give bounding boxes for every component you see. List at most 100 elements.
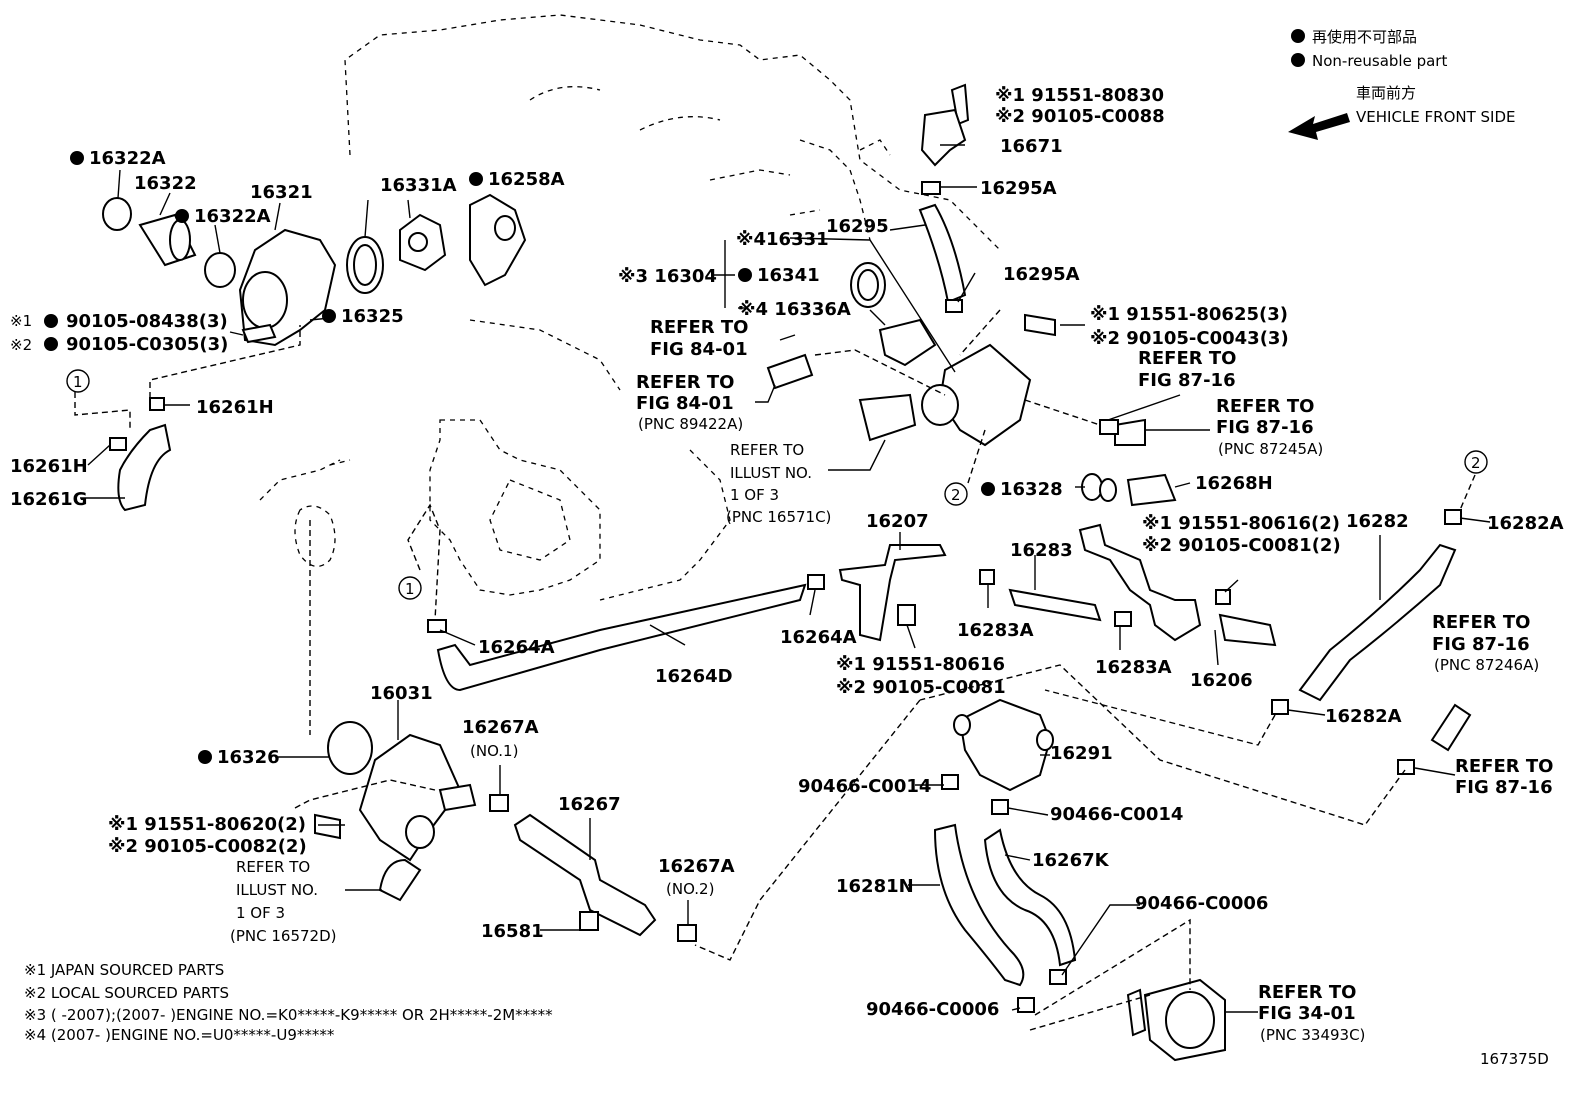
label-bolt-91551-80625: ※1 91551-80625(3) xyxy=(1090,304,1288,325)
refer-fig-34-01: REFER TO xyxy=(1258,982,1356,1003)
leader-lines xyxy=(74,144,1491,1031)
svg-text:(NO.2): (NO.2) xyxy=(666,880,714,898)
legend-non-reusable-jp: 再使用不可部品 xyxy=(1312,28,1417,46)
note-local-sourced: ※2 LOCAL SOURCED PARTS xyxy=(24,984,229,1002)
bracket-16207-part xyxy=(838,544,947,642)
svg-text:FIG 87-16: FIG 87-16 xyxy=(1432,634,1530,655)
svg-text:1: 1 xyxy=(405,580,415,598)
plug-16268h-part xyxy=(1126,473,1177,507)
label-bolt-91551-80616-single: ※1 91551-80616 xyxy=(836,654,1005,675)
sensor-part xyxy=(766,353,814,390)
svg-text:2: 2 xyxy=(1471,454,1481,472)
o-ring-16322a-part xyxy=(102,197,132,231)
label-16325: 16325 xyxy=(341,306,404,327)
label-16326: 16326 xyxy=(217,747,280,768)
svg-text:FIG 34-01: FIG 34-01 xyxy=(1258,1003,1356,1024)
label-16304: ※3 16304 xyxy=(618,266,717,287)
label-16281N: 16281N xyxy=(836,876,914,897)
svg-text:1 OF 3: 1 OF 3 xyxy=(236,904,285,922)
non-reusable-dot-icon xyxy=(1291,29,1305,43)
svg-text:ILLUST NO.: ILLUST NO. xyxy=(730,464,812,482)
svg-text:(PNC 87246A): (PNC 87246A) xyxy=(1434,656,1539,674)
label-16295A: 16295A xyxy=(980,178,1057,199)
label-bolt-90105-C0043: ※2 90105-C0043(3) xyxy=(1090,328,1289,349)
note-engine-k0: ※3 ( -2007);(2007- )ENGINE NO.=K0*****-K… xyxy=(24,1006,553,1024)
label-16282A: 16282A xyxy=(1325,706,1402,727)
note-engine-u0: ※4 (2007- )ENGINE NO.=U0*****-U9***** xyxy=(24,1026,335,1044)
label-16328: 16328 xyxy=(1000,479,1063,500)
label-16264A: 16264A xyxy=(478,637,555,658)
label-clip-90466-C0014: 90466-C0014 xyxy=(1050,804,1183,825)
label-bolt-91551-80616: ※1 91551-80616(2) xyxy=(1142,513,1340,534)
refer-fig-87-16-lower: REFER TO xyxy=(1455,756,1553,777)
svg-text:1 OF 3: 1 OF 3 xyxy=(730,486,779,504)
svg-text:※2: ※2 xyxy=(10,336,32,354)
legend: 再使用不可部品 Non-reusable part 車両前方 VEHICLE F… xyxy=(1291,28,1516,126)
label-bolt-90105-C0305: 90105-C0305(3) xyxy=(66,334,228,355)
label-clip-90466-C0014: 90466-C0014 xyxy=(798,776,931,797)
label-16267: 16267 xyxy=(558,794,621,815)
svg-text:(PNC 89422A): (PNC 89422A) xyxy=(638,415,743,433)
footnotes: ※1 JAPAN SOURCED PARTS ※2 LOCAL SOURCED … xyxy=(24,961,1549,1068)
label-16264D: 16264D xyxy=(655,666,733,687)
hose-16281n-part xyxy=(933,823,1025,987)
refer-illust-16572d: REFER TO xyxy=(236,858,310,876)
diagram-code: 167375D xyxy=(1480,1050,1549,1068)
svg-text:FIG 87-16: FIG 87-16 xyxy=(1455,777,1553,798)
label-16283A: 16283A xyxy=(957,620,1034,641)
svg-text:(PNC 16572D): (PNC 16572D) xyxy=(230,927,336,945)
label-16322A: 16322A xyxy=(194,206,271,227)
svg-text:1: 1 xyxy=(73,373,83,391)
svg-text:FIG 84-01: FIG 84-01 xyxy=(636,393,734,414)
hose-16283-part xyxy=(1008,588,1102,622)
label-16031: 16031 xyxy=(370,683,433,704)
label-16295: 16295 xyxy=(826,216,889,237)
label-16581: 16581 xyxy=(481,921,544,942)
label-16295A: 16295A xyxy=(1003,264,1080,285)
svg-text:FIG 87-16: FIG 87-16 xyxy=(1216,417,1314,438)
label-16261G: 16261G xyxy=(10,489,87,510)
refer-fig-87-16-pnc-87245a: REFER TO xyxy=(1216,396,1314,417)
refer-fig-87-16: REFER TO xyxy=(1138,348,1236,369)
label-16283: 16283 xyxy=(1010,540,1073,561)
gasket-16258a-part xyxy=(469,193,527,287)
svg-text:FIG 84-01: FIG 84-01 xyxy=(650,339,748,360)
svg-text:2: 2 xyxy=(951,486,961,504)
pipe-16264d-part xyxy=(436,583,807,692)
label-16331: ※416331 xyxy=(736,229,829,250)
part-labels: 16322A 16322 16322A 16321 16331A 16258A … xyxy=(10,85,1564,1044)
label-16331A: 16331A xyxy=(380,175,457,196)
refer-fig-87-16-pnc-87246a: REFER TO xyxy=(1432,612,1530,633)
label-16336A: ※4 16336A xyxy=(738,299,851,320)
label-bolt-90105-08438: 90105-08438(3) xyxy=(66,311,228,332)
svg-text:(PNC 16571C): (PNC 16571C) xyxy=(726,508,831,526)
label-16322: 16322 xyxy=(134,173,197,194)
label-16671: 16671 xyxy=(1000,136,1063,157)
hose-16267k-part xyxy=(983,828,1077,967)
note-japan-sourced: ※1 JAPAN SOURCED PARTS xyxy=(24,961,224,979)
label-16268H: 16268H xyxy=(1195,473,1273,494)
svg-text:(PNC 33493C): (PNC 33493C) xyxy=(1260,1026,1365,1044)
label-16267K: 16267K xyxy=(1032,850,1110,871)
refer-fig-84-01-pnc: REFER TO xyxy=(636,372,734,393)
front-label-en: VEHICLE FRONT SIDE xyxy=(1356,108,1516,126)
legend-non-reusable-en: Non-reusable part xyxy=(1312,52,1447,70)
label-16207: 16207 xyxy=(866,511,929,532)
engine-outline xyxy=(259,14,1001,601)
svg-text:(NO.1): (NO.1) xyxy=(470,742,518,760)
label-bolt-90105-C0081-single: ※2 90105-C0081 xyxy=(836,677,1006,698)
label-16341: 16341 xyxy=(757,265,820,286)
label-16267A: 16267A xyxy=(658,856,735,877)
label-16322A: 16322A xyxy=(89,148,166,169)
o-ring-16326-part xyxy=(327,721,373,775)
label-16206: 16206 xyxy=(1190,670,1253,691)
refer-fig-84-01: REFER TO xyxy=(650,317,748,338)
label-bolt-90105-C0082: ※2 90105-C0082(2) xyxy=(108,836,307,857)
label-16258A: 16258A xyxy=(488,169,565,190)
union-16671-part xyxy=(920,108,967,167)
front-label-jp: 車両前方 xyxy=(1356,84,1416,102)
label-16282A: 16282A xyxy=(1487,513,1564,534)
label-16261H: 16261H xyxy=(196,397,274,418)
